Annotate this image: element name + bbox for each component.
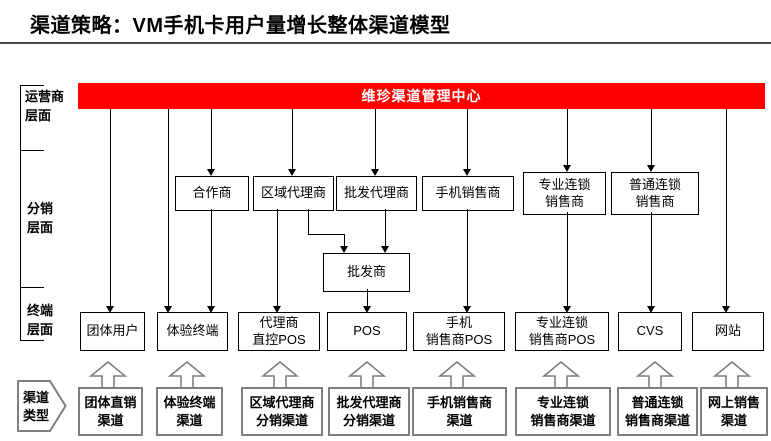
arrow-down-icon (647, 165, 655, 172)
box-partner: 合作商 (175, 176, 249, 211)
channel-wholesale-agent: 批发代理商 分销渠道 (328, 387, 410, 436)
box-pos: POS (327, 312, 407, 351)
connector-line (385, 209, 386, 246)
arrow-down-icon (363, 306, 371, 313)
connector-elbow (308, 234, 345, 235)
connector-line (168, 109, 169, 306)
channel-general-chain: 普通连锁 销售商渠道 (617, 387, 698, 436)
level-label-channel-type: 渠道 类型 (22, 389, 49, 423)
channel-group-direct: 团体直销 渠道 (78, 387, 143, 436)
arrow-down-icon (563, 306, 571, 313)
connector-elbow (344, 234, 345, 246)
box-professional-chain-pos: 专业连锁 销售商POS (515, 312, 609, 351)
arrow-down-icon (273, 306, 281, 313)
box-general-chain-retailer: 普通连锁 销售商 (611, 172, 699, 215)
arrow-down-icon (288, 169, 296, 176)
channel-online-sales: 网上销售 渠道 (700, 387, 768, 436)
connector-line (367, 289, 368, 306)
arrow-down-icon (164, 306, 172, 313)
box-regional-agent: 区域代理商 (253, 176, 334, 211)
box-group-users: 团体用户 (80, 312, 145, 351)
connector-line (375, 109, 376, 169)
box-agent-controlled-pos: 代理商 直控POS (238, 312, 320, 351)
arrow-down-icon (340, 246, 348, 253)
box-cvs: CVS (618, 312, 682, 351)
arrow-up-icon (88, 361, 128, 389)
connector-line (567, 212, 568, 306)
box-professional-chain-retailer: 专业连锁 销售商 (523, 172, 606, 215)
arrow-down-icon (647, 306, 655, 313)
channel-phone-retailer: 手机销售商 渠道 (412, 387, 507, 436)
level-bracket-tick (20, 85, 44, 86)
arrow-down-icon (722, 306, 730, 313)
connector-line (292, 109, 293, 169)
box-wholesale-agent: 批发代理商 (336, 176, 417, 211)
box-phone-retailer: 手机销售商 (422, 176, 514, 211)
box-wholesaler: 批发商 (323, 253, 410, 292)
connector-elbow (308, 209, 309, 234)
connector-line (467, 109, 468, 169)
arrow-up-icon (635, 361, 675, 389)
connector-line (467, 209, 468, 306)
arrow-down-icon (381, 246, 389, 253)
connector-line (567, 109, 568, 165)
channel-management-center-banner: 维珍渠道管理中心 (78, 83, 765, 109)
level-bracket-tick (20, 287, 44, 288)
level-bracket-tick (20, 340, 44, 341)
arrow-down-icon (371, 169, 379, 176)
box-website: 网站 (692, 312, 764, 351)
arrow-down-icon (463, 169, 471, 176)
arrow-up-icon (541, 361, 581, 389)
channel-type-pentagon-shape (17, 380, 67, 432)
arrow-up-icon (437, 361, 477, 389)
arrow-up-icon (347, 361, 387, 389)
arrow-up-icon (167, 361, 207, 389)
connector-line (277, 209, 278, 306)
channel-experience-terminal: 体验终端 渠道 (156, 387, 223, 436)
level-label-operator: 运营商 层面 (25, 89, 65, 123)
page-title: 渠道策略：VM手机卡用户量增长整体渠道模型 (30, 15, 451, 37)
title-divider (0, 42, 771, 44)
level-bracket-tick (20, 150, 44, 151)
channel-regional-agent: 区域代理商 分销渠道 (241, 387, 323, 436)
connector-line (211, 109, 212, 169)
arrow-down-icon (563, 165, 571, 172)
arrow-down-icon (207, 306, 215, 313)
connector-line (211, 209, 212, 306)
connector-line (651, 109, 652, 165)
arrow-down-icon (463, 306, 471, 313)
arrow-down-icon (207, 169, 215, 176)
arrow-up-icon (712, 361, 752, 389)
arrow-down-icon (106, 306, 114, 313)
arrow-up-icon (260, 361, 300, 389)
level-label-distribution: 分销 层面 (27, 201, 54, 235)
level-bracket-line (20, 85, 21, 341)
connector-line (726, 109, 727, 306)
connector-line (651, 212, 652, 306)
box-experience-terminal: 体验终端 (157, 312, 228, 351)
channel-professional-chain: 专业连锁 销售商渠道 (515, 387, 611, 436)
box-phone-retailer-pos: 手机 销售商POS (413, 312, 505, 351)
connector-line (110, 109, 111, 306)
level-label-terminal: 终端 层面 (27, 303, 54, 337)
